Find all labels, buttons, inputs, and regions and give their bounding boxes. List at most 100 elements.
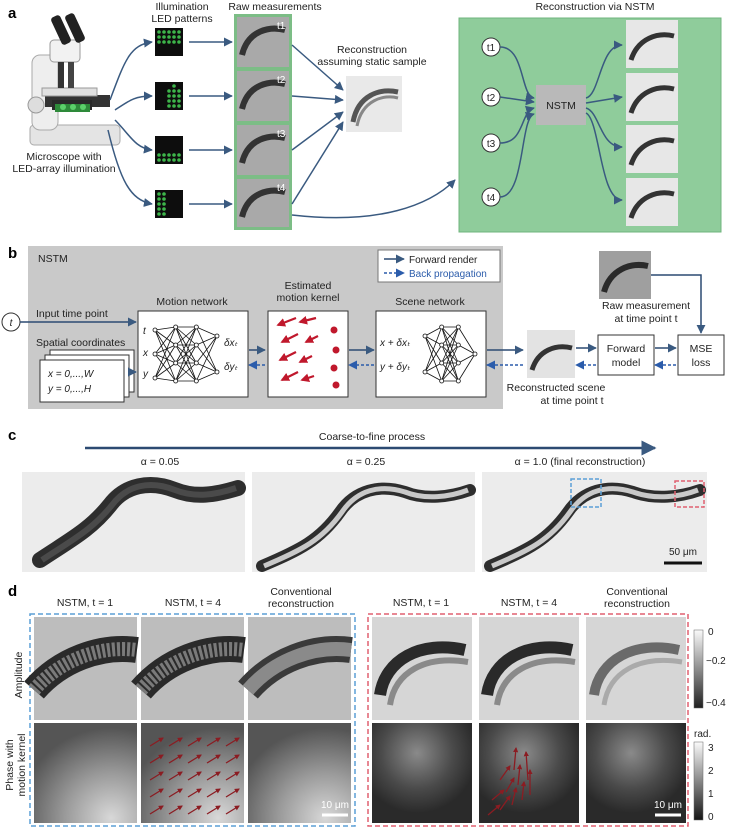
- svg-text:2: 2: [708, 766, 714, 777]
- d-col-title-6: Conventional: [606, 586, 667, 598]
- motion-kernel: [267, 310, 349, 398]
- svg-text:y + δyₜ: y + δyₜ: [379, 362, 411, 373]
- svg-text:t2: t2: [277, 75, 286, 86]
- motion-network-title: Motion network: [156, 296, 228, 308]
- raw-frame-4: t4: [237, 179, 289, 227]
- row-label-amplitude: Amplitude: [13, 652, 25, 699]
- panel-label-d: d: [8, 583, 17, 600]
- svg-text:t3: t3: [487, 139, 496, 150]
- scale-bar-left: 10 μm: [321, 800, 349, 811]
- svg-text:1: 1: [708, 789, 714, 800]
- reconstructed-scene: [527, 330, 575, 378]
- kernel-title-2: motion kernel: [276, 292, 339, 304]
- red-group-box: [367, 613, 689, 827]
- motion-network: t x y δxₜ δyₜ: [137, 310, 249, 398]
- d-col-title-6b: reconstruction: [604, 598, 670, 610]
- panel-label-c: c: [8, 427, 16, 444]
- worm-image-3: 50 μm: [482, 472, 707, 572]
- raw-meas-label-1: Raw measurement: [602, 300, 690, 312]
- svg-text:rad.: rad.: [694, 729, 711, 740]
- panel-label-b: b: [8, 245, 17, 262]
- d-red-amplitude: [372, 617, 686, 720]
- input-time-label: Input time point: [36, 308, 108, 320]
- d-red-phase: 10 μm: [372, 723, 686, 823]
- nstm-panel: NSTM t1 t2 t3 t4: [458, 17, 722, 233]
- nstm-recon-title: Reconstruction via NSTM: [535, 1, 654, 13]
- d-col-title-5: NSTM, t = 4: [501, 597, 557, 609]
- illumination-title-2: LED patterns: [151, 13, 212, 25]
- svg-text:MSE: MSE: [690, 343, 713, 355]
- led-pattern-3: [155, 136, 183, 164]
- d-col-title-3b: reconstruction: [268, 598, 334, 610]
- svg-text:t4: t4: [277, 183, 286, 194]
- svg-text:−0.2: −0.2: [706, 656, 726, 667]
- raw-measurements-title: Raw measurements: [228, 1, 321, 13]
- scene-network-title: Scene network: [395, 296, 465, 308]
- led-pattern-2: [155, 82, 183, 110]
- svg-text:0: 0: [708, 627, 714, 638]
- svg-text:t1: t1: [487, 43, 496, 54]
- spatial-label: Spatial coordinates: [36, 337, 125, 349]
- led-to-raw-arrows: [189, 37, 233, 209]
- svg-text:δyₜ: δyₜ: [224, 362, 239, 373]
- scale-bar-right: 10 μm: [654, 800, 682, 811]
- d-col-title-3: Conventional: [270, 586, 331, 598]
- scale-bar-c: 50 μm: [669, 547, 697, 558]
- raw-meas-label-2: at time point t: [614, 313, 677, 325]
- alpha-1: α = 0.05: [141, 456, 180, 468]
- alpha-3: α = 1.0 (final reconstruction): [515, 456, 646, 468]
- svg-text:loss: loss: [692, 357, 711, 369]
- d-col-title-4: NSTM, t = 1: [393, 597, 449, 609]
- d-col-title-2: NSTM, t = 4: [165, 597, 221, 609]
- svg-text:δxₜ: δxₜ: [224, 338, 239, 349]
- svg-text:0: 0: [708, 812, 714, 823]
- worm-image-2: [252, 472, 476, 572]
- coarse-to-fine-label: Coarse-to-fine process: [319, 431, 425, 443]
- blue-group-box: [29, 613, 356, 827]
- y-range: y = 0,...,H: [47, 384, 92, 395]
- illumination-title-1: Illumination: [155, 1, 208, 13]
- svg-text:t3: t3: [277, 129, 286, 140]
- legend: Forward render Back propagation: [377, 249, 501, 283]
- red-roi-box: [674, 480, 705, 508]
- svg-text:−0.4: −0.4: [706, 698, 726, 709]
- svg-text:x: x: [142, 348, 149, 359]
- kernel-title-1: Estimated: [285, 280, 332, 292]
- panel-label-a: a: [8, 5, 17, 22]
- recon-scene-label-2: at time point t: [540, 395, 603, 407]
- d-col-title-1: NSTM, t = 1: [57, 597, 113, 609]
- x-range: x = 0,...,W: [47, 369, 95, 380]
- led-pattern-1: [155, 28, 183, 56]
- time-input-symbol: t: [10, 318, 14, 329]
- static-reconstruction: [346, 76, 402, 132]
- recon-scene-label-1: Reconstructed scene: [507, 382, 606, 394]
- raw-to-static-arrows: [291, 44, 456, 219]
- microscope-to-led-arrows: [107, 38, 153, 207]
- forward-model-box: Forward model: [597, 334, 655, 376]
- microscope-label-1: Microscope with: [26, 151, 101, 163]
- d-blue-phase: 10 μm: [34, 723, 351, 823]
- mse-loss-box: MSE loss: [677, 334, 725, 376]
- amplitude-colorbar: 0 −0.2 −0.4: [693, 627, 726, 709]
- worm-image-1: [22, 472, 246, 572]
- legend-forward: Forward render: [409, 255, 478, 266]
- svg-text:Forward: Forward: [607, 343, 646, 355]
- led-pattern-4: [155, 190, 183, 218]
- scene-network: x + δxₜ y + δyₜ: [375, 310, 487, 398]
- static-recon-title-1: Reconstruction: [337, 44, 407, 56]
- svg-text:t1: t1: [277, 21, 286, 32]
- microscope-label-2: LED-array illumination: [12, 163, 115, 175]
- d-blue-amplitude: [24, 617, 353, 720]
- svg-text:t2: t2: [487, 93, 496, 104]
- static-recon-title-2: assuming static sample: [317, 56, 426, 68]
- raw-frame-1: t1: [237, 17, 289, 67]
- microscope-icon: [27, 13, 121, 146]
- nstm-box-label: NSTM: [546, 100, 576, 112]
- svg-text:t: t: [143, 326, 147, 337]
- nstm-output-frames: [626, 20, 678, 226]
- nstm-label-b: NSTM: [38, 253, 68, 265]
- svg-text:y: y: [142, 369, 149, 380]
- raw-measurement-b: [599, 251, 651, 299]
- legend-back: Back propagation: [409, 269, 487, 280]
